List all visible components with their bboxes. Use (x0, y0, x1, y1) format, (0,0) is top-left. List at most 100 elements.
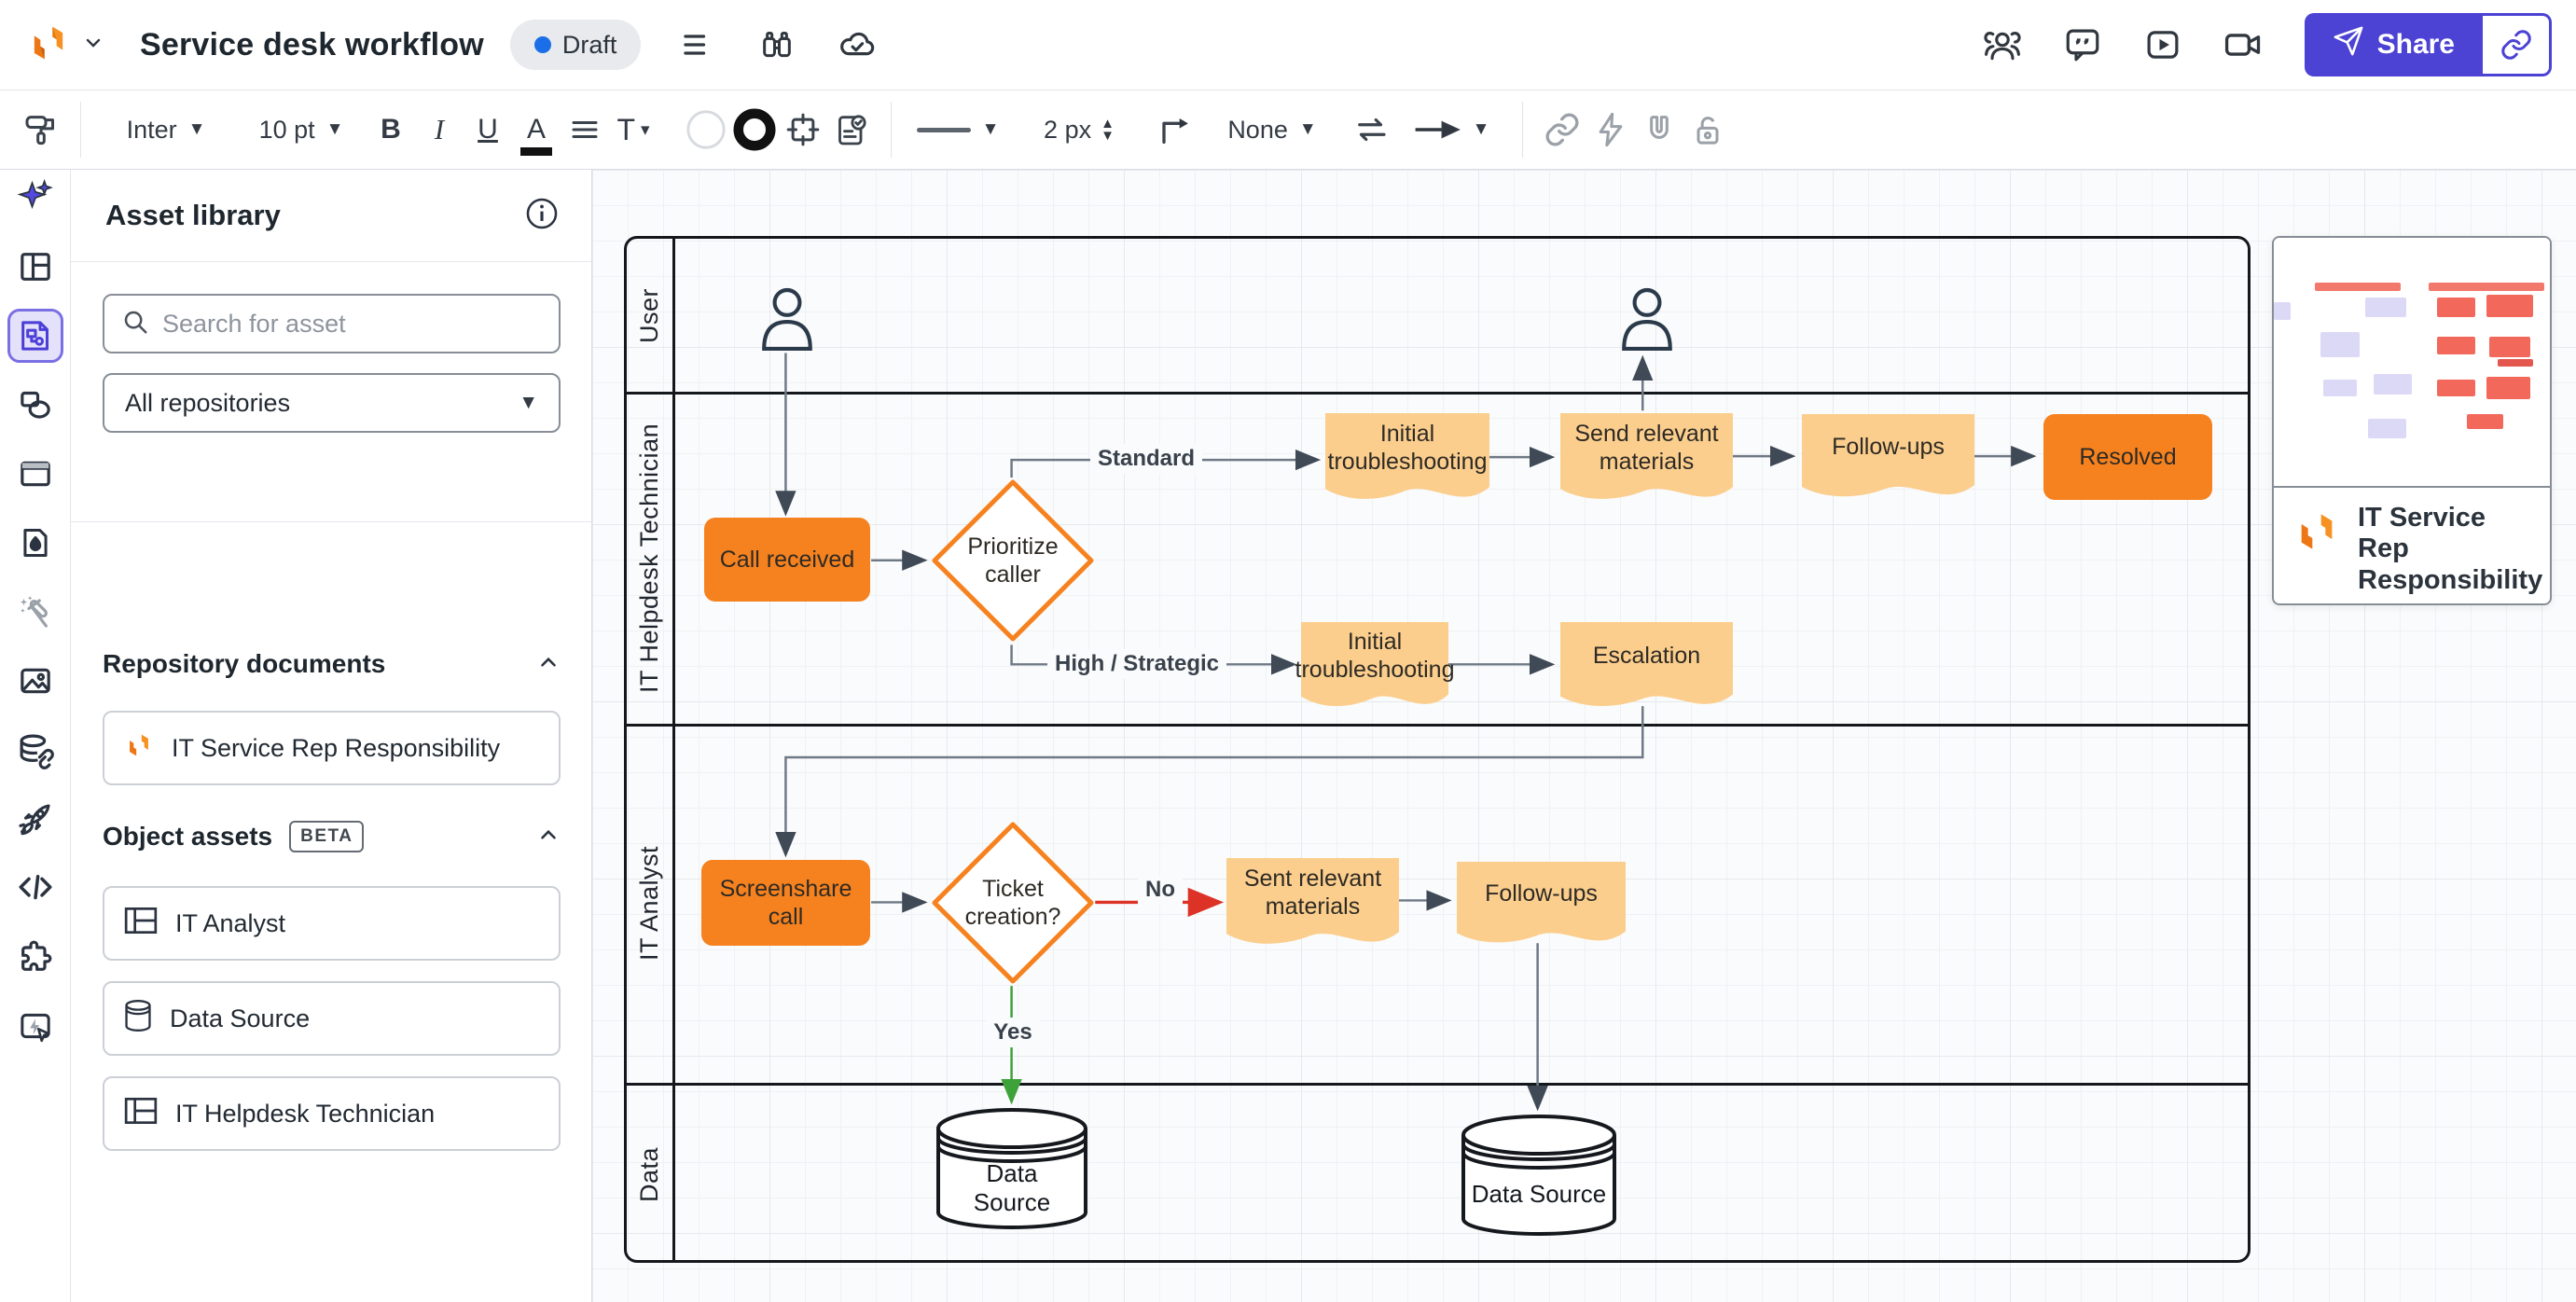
node-label: Initial troubleshooting (1327, 421, 1488, 475)
thumbnail-shape (2364, 297, 2407, 318)
node-label: Follow-ups (1832, 434, 1945, 460)
actions-lightning-icon[interactable] (1586, 102, 1635, 158)
object-asset-item[interactable]: IT Analyst (103, 886, 561, 961)
data-source-2-node[interactable]: Data Source (1461, 1115, 1616, 1236)
present-icon[interactable] (2139, 21, 2187, 69)
shape-report-icon[interactable] (827, 102, 876, 158)
format-painter-icon[interactable] (17, 102, 65, 158)
object-asset-item[interactable]: IT Helpdesk Technician (103, 1076, 561, 1151)
collapse-chevron-icon[interactable] (536, 823, 561, 852)
connector-type-icon[interactable] (1149, 102, 1198, 158)
document-preview-card[interactable]: IT Service Rep Responsibility Lucidchart (2272, 236, 2552, 605)
collaborators-icon[interactable] (1978, 21, 2027, 69)
asset-search[interactable] (103, 294, 561, 353)
lock-icon[interactable] (1683, 102, 1732, 158)
user-actor-2-node[interactable] (1617, 287, 1677, 353)
lucid-logo-icon[interactable] (24, 19, 73, 72)
data-linking-icon[interactable] (10, 726, 61, 774)
plugins-icon[interactable] (10, 933, 61, 981)
line-width-stepper[interactable]: 2 px ▲▼ (1009, 102, 1149, 158)
styles-ink-icon[interactable] (10, 519, 61, 567)
window-icon[interactable] (10, 450, 61, 498)
share-button[interactable]: Share (2304, 13, 2483, 76)
underline-button[interactable]: U (478, 114, 498, 145)
thumbnail-shape (2373, 374, 2412, 395)
fill-color-button[interactable] (682, 102, 730, 158)
follow-ups-2-node[interactable]: Follow-ups (1457, 860, 1626, 944)
prioritize-caller-node[interactable]: Prioritize caller (931, 478, 1095, 643)
hyperlink-icon[interactable] (1538, 102, 1586, 158)
node-label: Initial troubleshooting (1295, 629, 1455, 683)
menu-icon[interactable] (672, 21, 721, 69)
call-received-node[interactable]: Call received (704, 518, 870, 602)
arrowhead-select[interactable]: ▼ (1395, 102, 1507, 158)
magnet-icon[interactable] (1635, 102, 1683, 158)
data-source-1-node[interactable]: Data Source (936, 1108, 1087, 1229)
collapse-chevron-icon[interactable] (536, 650, 561, 679)
app-header: Service desk workflow Draft (0, 0, 2576, 90)
object-asset-item[interactable]: Data Source (103, 981, 561, 1056)
canvas-frame-icon[interactable] (779, 102, 827, 158)
interactive-cursor-icon[interactable] (10, 1002, 61, 1050)
italic-button[interactable]: I (434, 113, 445, 145)
rocket-icon[interactable] (10, 795, 61, 843)
follow-ups-1-node[interactable]: Follow-ups (1802, 412, 1974, 498)
stepper-arrows-icon[interactable]: ▲▼ (1101, 116, 1115, 144)
font-size-select[interactable]: 10 pt▼ (258, 115, 344, 144)
initial-troubleshooting-1-node[interactable]: Initial troubleshooting (1325, 411, 1489, 501)
stroke-color-button[interactable] (730, 102, 779, 158)
send-relevant-materials-node[interactable]: Send relevant materials (1560, 411, 1733, 501)
thumbnail-shape (2467, 413, 2503, 429)
binoculars-icon[interactable] (753, 21, 801, 69)
magic-wand-icon[interactable] (10, 588, 61, 636)
doc-menu-chevron-icon[interactable] (82, 32, 104, 59)
lane-label[interactable]: IT Helpdesk Technician (635, 422, 663, 693)
asset-library-tab[interactable] (7, 309, 63, 363)
text-color-button[interactable]: A (512, 102, 561, 158)
info-icon[interactable] (524, 196, 560, 236)
shapes-icon[interactable] (10, 381, 61, 429)
sent-relevant-materials-node[interactable]: Sent relevant materials (1226, 856, 1399, 946)
user-actor-1-node[interactable] (757, 287, 817, 353)
code-icon[interactable] (10, 864, 61, 912)
search-input[interactable] (162, 309, 542, 339)
copy-link-button[interactable] (2483, 13, 2552, 76)
comment-icon[interactable] (2058, 21, 2107, 69)
section-title: Object assets (103, 822, 273, 851)
line-style-select[interactable]: ▼ (907, 102, 1009, 158)
edge-label[interactable]: Standard (1089, 444, 1203, 474)
document-title[interactable]: Service desk workflow (140, 26, 484, 62)
actor-icon (1622, 287, 1672, 352)
thumbnail-shape (2274, 302, 2291, 320)
edge-label[interactable]: Yes (986, 1018, 1040, 1047)
status-badge[interactable]: Draft (509, 20, 642, 70)
layout-panels-icon[interactable] (10, 242, 61, 291)
repo-document-item[interactable]: IT Service Rep Responsibility (103, 711, 561, 785)
thumbnail-shape (2436, 337, 2476, 354)
cloud-check-icon[interactable] (833, 21, 881, 69)
lane-label[interactable]: Data (635, 1146, 663, 1202)
video-icon[interactable] (2219, 21, 2267, 69)
ticket-creation-node[interactable]: Ticket creation? (931, 821, 1095, 985)
lane-label[interactable]: IT Analyst (635, 845, 663, 962)
text-options-button[interactable]: T▾ (616, 112, 650, 146)
text-align-button[interactable] (561, 102, 609, 158)
screenshare-call-node[interactable]: Screenshare call (701, 860, 870, 946)
resolved-node[interactable]: Resolved (2043, 414, 2212, 500)
lane-label[interactable]: User (635, 287, 663, 343)
edge-label[interactable]: No (1138, 875, 1183, 905)
font-family-select[interactable]: Inter▼ (126, 115, 206, 144)
node-label: Ticket creation? (964, 876, 1061, 930)
swap-arrows-icon[interactable] (1347, 102, 1395, 158)
node-label: Data Source (1471, 1180, 1607, 1209)
edge-label[interactable]: High / Strategic (1046, 649, 1227, 679)
repository-filter-select[interactable]: All repositories ▼ (103, 373, 561, 433)
escalation-node[interactable]: Escalation (1560, 620, 1733, 708)
image-icon[interactable] (10, 657, 61, 705)
ai-sparkles-icon[interactable] (10, 173, 61, 222)
initial-troubleshooting-2-node[interactable]: Initial troubleshooting (1295, 620, 1455, 708)
bold-button[interactable]: B (381, 114, 401, 145)
line-end-select[interactable]: None▼ (1227, 115, 1317, 144)
